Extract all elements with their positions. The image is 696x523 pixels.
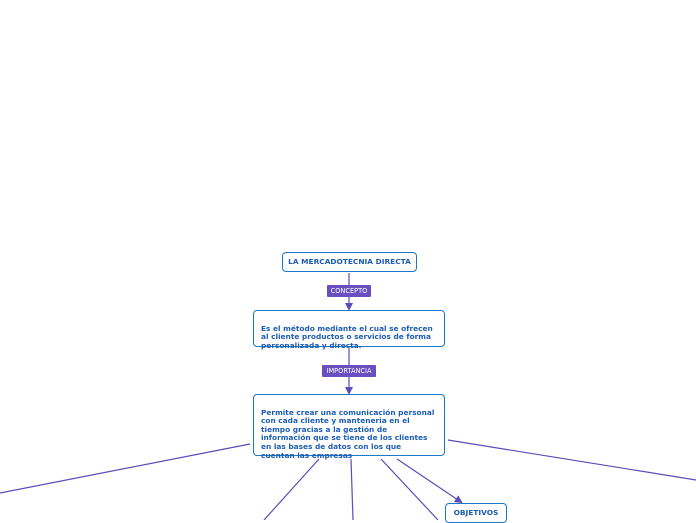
objetivos-node[interactable]: OBJETIVOS xyxy=(445,503,507,523)
concepto-text: Es el método mediante el cual se ofrecen… xyxy=(261,323,433,350)
branch-line-far-left xyxy=(0,443,251,494)
root-topic-node[interactable]: LA MERCADOTECNIA DIRECTA xyxy=(282,252,417,272)
branch-line-center xyxy=(350,458,354,520)
concepto-link-label: CONCEPTO xyxy=(330,287,368,295)
concepto-link-tag[interactable]: CONCEPTO xyxy=(327,285,371,297)
objetivos-label: OBJETIVOS xyxy=(453,507,499,517)
importancia-node[interactable]: Permite crear una comunicación personal … xyxy=(253,394,445,459)
branch-line-objetivos xyxy=(396,458,463,504)
root-topic-label: LA MERCADOTECNIA DIRECTA xyxy=(288,256,411,266)
branch-line-left xyxy=(263,458,320,520)
importancia-link-label: IMPORTANCIA xyxy=(326,367,372,375)
branch-line-far-right xyxy=(447,439,696,481)
concepto-node[interactable]: Es el método mediante el cual se ofrecen… xyxy=(253,310,445,350)
importancia-link-tag[interactable]: IMPORTANCIA xyxy=(322,365,376,377)
branch-line-center-right xyxy=(380,458,439,520)
importancia-text: Permite crear una comunicación personal … xyxy=(261,407,435,460)
